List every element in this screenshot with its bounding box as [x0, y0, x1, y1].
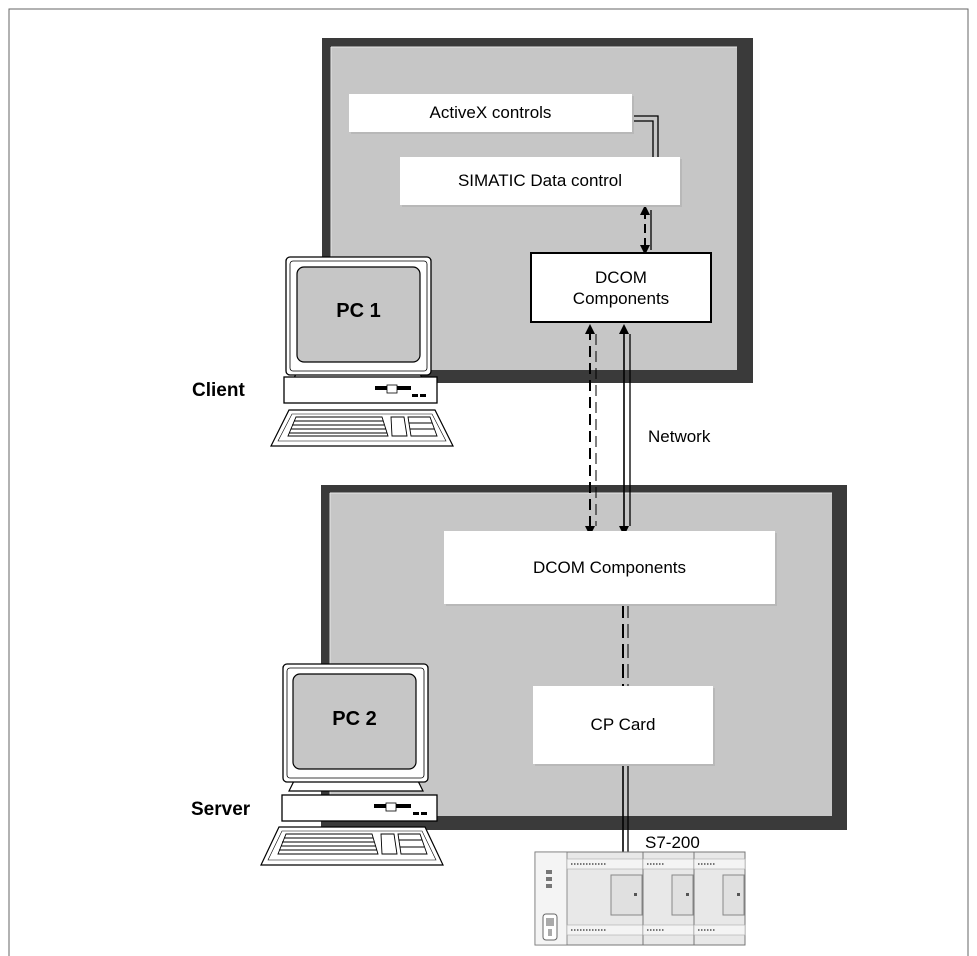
network-solid-arrow — [619, 324, 631, 536]
pc2-monitor — [282, 663, 429, 792]
s7-200-label: S7-200 — [645, 833, 700, 852]
plc-expansion-module-1 — [642, 851, 695, 946]
pc1-computer — [270, 256, 454, 447]
cp-card-box: CP Card — [533, 686, 713, 764]
plc-cpu-module — [534, 851, 644, 946]
client-dcom-label-line2: Components — [572, 288, 670, 308]
cp-plc-link — [622, 764, 629, 857]
client-label: Client — [192, 380, 245, 401]
pc1-keyboard — [270, 409, 454, 447]
pc1-screen-label: PC 1 — [336, 300, 381, 322]
client-dcom-label-line1: DCOM — [595, 267, 647, 287]
server-dcom-components-box: DCOM Components — [444, 531, 775, 604]
pc1-system-unit — [283, 376, 438, 404]
pc2-computer — [260, 663, 444, 866]
activex-controls-box: ActiveX controls — [349, 94, 632, 132]
pc2-system-unit — [281, 794, 438, 822]
pc2-screen-label: PC 2 — [332, 708, 377, 730]
server-label: Server — [191, 799, 251, 820]
simatic-dcom-arrow — [640, 205, 652, 255]
plc-expansion-module-2 — [693, 851, 746, 946]
dcom-cp-dashed-link — [622, 604, 629, 686]
simatic-data-control-box: SIMATIC Data control — [400, 157, 680, 205]
outer-frame — [8, 8, 969, 956]
activex-connector — [632, 115, 659, 157]
client-dcom-components-box: DCOM Components — [530, 252, 712, 323]
pc2-keyboard — [260, 826, 444, 866]
s7-200-plc — [534, 851, 746, 946]
network-label: Network — [648, 427, 711, 446]
